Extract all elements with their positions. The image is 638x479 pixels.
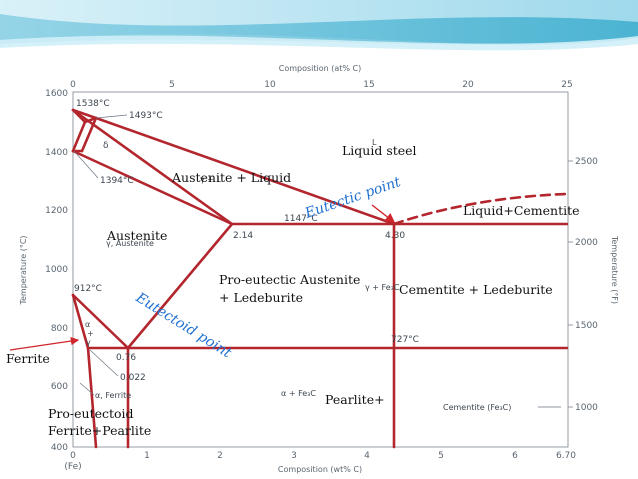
top-axis-title: Composition (at% C) (279, 64, 362, 73)
acm-line (126, 222, 234, 350)
liquidus-to-eutectic (94, 116, 396, 226)
annotation-ferrite: Ferrite (6, 351, 50, 366)
label-1147: 1147°C (284, 214, 318, 224)
phase-labels: δ L γ + L γ, Austenite γ + Fe₃C α + γ α,… (79, 138, 561, 412)
left-tick: 1000 (45, 265, 68, 275)
right-tick: 2500 (575, 157, 598, 167)
phase-alpha-fe3c: α + Fe₃C (281, 389, 316, 398)
ferrite-solvus (86, 346, 98, 449)
right-tick: 1000 (575, 403, 598, 413)
bottom-tick: 5 (438, 451, 444, 461)
liquidus-line-left (71, 108, 234, 226)
label-0022: 0.022 (120, 373, 146, 383)
ferrite-boundary (71, 293, 90, 350)
annotation-pro-eutectoid-2: Ferrite+Pearlite (48, 423, 151, 438)
annotation-pro-eutectic-1: Pro-eutectic Austenite (219, 272, 360, 287)
eutectic-arrow (371, 204, 396, 223)
solidus-line (71, 149, 234, 226)
top-tick: 25 (561, 80, 572, 90)
phase-liquid: L (372, 138, 377, 147)
bottom-tick: 6.70 (556, 451, 576, 461)
annotation-liquid-steel: Liquid steel (342, 143, 417, 158)
left-tick: 1400 (45, 148, 68, 158)
phase-plus: + (87, 329, 94, 338)
annotation-cementite-ledeburite: Cementite + Ledeburite (399, 282, 553, 297)
label-1394: 1394°C (100, 176, 134, 186)
phase-delta: δ (103, 141, 109, 151)
top-tick: 10 (264, 80, 276, 90)
left-tick: 800 (51, 324, 68, 334)
right-axis-title: Temperature (°F) (610, 235, 619, 304)
header-banner (0, 0, 638, 62)
phase-boundaries (71, 108, 569, 449)
right-tick: 2000 (575, 238, 598, 248)
point-labels: 1538°C 1493°C 1394°C 1147°C 2.14 4.30 91… (73, 99, 419, 383)
top-tick: 20 (462, 80, 474, 90)
label-1538: 1538°C (76, 99, 110, 109)
phase-gamma-fe3c: γ + Fe₃C (365, 283, 400, 292)
phase-cementite: Cementite (Fe₃C) (443, 403, 511, 412)
right-tick: 1500 (575, 321, 598, 331)
right-axis-ticks: 1000 1500 2000 2500 (568, 157, 598, 413)
bottom-tick: 3 (291, 451, 297, 461)
left-tick: 1200 (45, 206, 68, 216)
ferrite-arrow (9, 336, 80, 351)
left-axis-ticks: 400 600 800 1000 1200 1400 1600 (45, 89, 68, 453)
left-tick: 600 (51, 382, 68, 392)
label-430: 4.30 (385, 231, 405, 241)
left-tick: 400 (51, 443, 68, 453)
annotation-austenite: Austenite (106, 228, 167, 243)
plot-frame (72, 91, 569, 448)
label-727: 727°C (391, 335, 419, 345)
bottom-axis-title: Composition (wt% C) (278, 465, 362, 474)
a3-line (71, 293, 130, 350)
phase-gamma-austenite: γ, Austenite (106, 239, 154, 248)
cementite-liquidus-dashed (392, 192, 569, 226)
left-tick: 1600 (45, 89, 68, 99)
annotation-liquid-cementite: Liquid+Cementite (463, 203, 580, 218)
phase-alpha: α (85, 320, 90, 329)
left-axis-title: Temperature (°C) (19, 235, 28, 305)
top-tick: 0 (70, 80, 76, 90)
phase-alpha-ferrite: α, Ferrite (95, 391, 131, 400)
bottom-axis-ticks: 0 1 2 3 4 5 6 6.70 (Fe) (64, 451, 576, 472)
annotation-pearlite: Pearlite+ (325, 392, 385, 407)
label-912: 912°C (74, 284, 102, 294)
label-076: 0.76 (116, 353, 136, 363)
bottom-tick: 0 (70, 451, 76, 461)
top-tick: 5 (169, 80, 175, 90)
slide-annotations: Liquid steel Austenite + Liquid Liquid+C… (6, 143, 580, 438)
top-tick: 15 (363, 80, 374, 90)
boundary-line (71, 120, 87, 153)
phase-gamma-liquid: γ + L (200, 175, 222, 184)
top-axis-ticks: 0 5 10 15 20 25 (70, 80, 573, 90)
bottom-origin-label: (Fe) (64, 462, 81, 472)
annotation-pro-eutectic-2: + Ledeburite (219, 290, 303, 305)
annotation-austenite-liquid: Austenite + Liquid (171, 170, 291, 185)
label-214: 2.14 (233, 231, 253, 241)
bottom-tick: 1 (144, 451, 150, 461)
annotation-pro-eutectoid-1: Pro-eutectoid (48, 406, 134, 421)
label-1493: 1493°C (129, 111, 163, 121)
bottom-tick: 2 (217, 451, 223, 461)
bottom-tick: 4 (364, 451, 370, 461)
phase-gamma: γ (86, 338, 91, 347)
bottom-tick: 6 (512, 451, 518, 461)
